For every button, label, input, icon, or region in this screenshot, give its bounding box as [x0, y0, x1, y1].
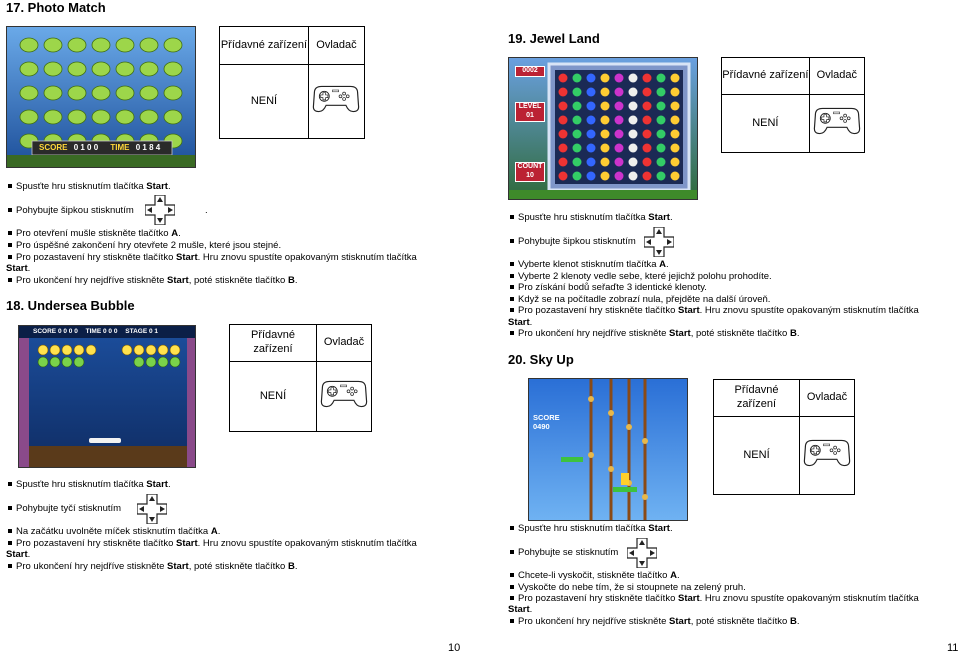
shells-grid [7, 37, 195, 167]
bullet-20-5-cont: Start. [508, 604, 533, 615]
score-value: 0 0 0 0 [57, 328, 78, 335]
bullet-20-6: Pro ukončení hry nejdříve stiskněte Star… [508, 616, 799, 628]
accessory-value: NENÍ [721, 94, 810, 153]
bullet-19-3: Vyberte klenot stisknutím tlačítka A. [508, 259, 669, 271]
time-value: 0 1 8 4 [135, 143, 161, 152]
controller-cell [799, 416, 855, 495]
dpad-icon [627, 538, 657, 568]
bullet-17-3: Pro otevření mušle stiskněte tlačítko A. [6, 228, 181, 240]
section-title-sky-up: 20. Sky Up [508, 352, 574, 367]
bullet-19-8: Pro ukončení hry nejdříve stiskněte Star… [508, 328, 799, 340]
controller-header: Ovladač [808, 57, 866, 95]
accessory-header: Přídavné zařízení [219, 26, 309, 65]
gamepad-icon [313, 85, 360, 113]
count-label: COUNT [517, 163, 543, 170]
page-number-right: 11 [947, 642, 959, 654]
dpad-icon [145, 195, 175, 225]
section-title-undersea-bubble: 18. Undersea Bubble [6, 298, 135, 313]
score-label: SCORE [33, 328, 57, 335]
bullet-17-6: Pro ukončení hry nejdříve stiskněte Star… [6, 275, 297, 287]
controller-cell [316, 361, 372, 432]
score-value: 0490 [533, 422, 550, 432]
score-value: 0002 [515, 66, 545, 77]
bullet-19-2: Pohybujte šipkou stisknutím [508, 236, 636, 248]
controller-header: Ovladač [307, 26, 366, 65]
controller-cell [808, 94, 866, 153]
accessory-header: Přídavné zařízení [713, 379, 800, 417]
time-label: TIME [110, 143, 130, 152]
bullet-20-4: Vyskočte do nebe tím, že si stoupnete na… [508, 582, 746, 594]
level-value: 01 [526, 111, 534, 119]
dpad-icon [644, 227, 674, 257]
count-box: COUNT 10 [515, 162, 545, 182]
bullet-20-5: Pro pozastavení hry stiskněte tlačítko S… [508, 593, 919, 605]
page-number-left: 10 [448, 642, 461, 654]
time-value: 0 0 0 [102, 328, 118, 335]
photo-match-screenshot: SCORE 0 1 0 0 TIME 0 1 8 4 [6, 26, 196, 168]
jewel-board [509, 62, 697, 199]
bullet-19-7: Pro pozastavení hry stiskněte tlačítko S… [508, 305, 919, 317]
bullet-20-3: Chcete-li vyskočit, stiskněte tlačítko A… [508, 570, 680, 582]
sky-up-screenshot: SCORE 0490 [528, 378, 688, 521]
score-value: 0 1 0 0 [73, 143, 99, 152]
bullet-17-2-dot: . [205, 205, 208, 216]
bullet-18-1: Spusťte hru stisknutím tlačítka Start. [6, 479, 171, 491]
bullet-19-6: Když se na počítadle zobrazí nula, přejd… [508, 294, 770, 306]
accessory-table-19: Přídavné zařízení Ovladač NENÍ [721, 57, 866, 153]
bullet-20-1: Spusťte hru stisknutím tlačítka Start. [508, 523, 673, 535]
bullet-19-4: Vyberte 2 klenoty vedle sebe, které jeji… [508, 271, 772, 283]
bullet-18-5: Pro ukončení hry nejdříve stiskněte Star… [6, 561, 297, 573]
score-label: SCORE [533, 413, 560, 422]
bullet-19-1: Spusťte hru stisknutím tlačítka Start. [508, 212, 673, 224]
sky-up-field [561, 379, 648, 520]
bullet-17-2: Pohybujte šipkou stisknutím [6, 205, 134, 217]
bubbles-field [19, 326, 195, 467]
level-box: LEVEL 01 [515, 102, 545, 122]
bullet-19-5: Pro získání bodů seřaďte 3 identické kle… [508, 282, 707, 294]
undersea-bubble-screenshot: SCORE 0 0 0 0 TIME 0 0 0 STAGE 0 1 [18, 325, 196, 468]
controller-cell [307, 64, 366, 139]
bullet-17-5: Pro pozastavení hry stiskněte tlačítko S… [6, 252, 417, 264]
bullet-18-3: Na začátku uvolněte míček stisknutím tla… [6, 526, 220, 538]
accessory-table-20: Přídavné zařízení Ovladač NENÍ [713, 379, 855, 495]
accessory-table-18: Přídavné zařízení Ovladač NENÍ [229, 324, 372, 432]
controller-header: Ovladač [316, 324, 372, 362]
accessory-value: NENÍ [229, 361, 317, 432]
gamepad-icon [803, 439, 851, 467]
bullet-20-2: Pohybujte se stisknutím [508, 547, 618, 559]
bullet-17-4: Pro úspěšné zakončení hry otevřete 2 muš… [6, 240, 281, 252]
bullet-17-5-cont: Start. [6, 263, 31, 274]
stage-value: 0 1 [149, 328, 159, 335]
bullet-17-1: Spusťte hru stisknutím tlačítka Start. [6, 181, 171, 193]
accessory-value: NENÍ [219, 64, 309, 139]
score-label: SCORE [39, 143, 68, 152]
gamepad-icon [320, 380, 368, 408]
gamepad-icon [813, 107, 861, 135]
time-label: TIME [85, 328, 102, 335]
accessory-header: Přídavné zařízení [721, 57, 810, 95]
bullet-19-7-cont: Start. [508, 317, 533, 328]
score-box: SCORE 0490 [533, 413, 560, 432]
bullet-18-4-cont: Start. [6, 549, 31, 560]
jewel-land-screenshot: 0002 LEVEL 01 COUNT 10 [508, 57, 698, 200]
dpad-icon [137, 494, 167, 524]
accessory-header: Přídavné zařízení [229, 324, 317, 362]
accessory-table-17: Přídavné zařízení Ovladač NENÍ [219, 26, 366, 139]
stage-label: STAGE [125, 328, 148, 335]
section-title-photo-match: 17. Photo Match [6, 0, 106, 15]
bullet-18-4: Pro pozastavení hry stiskněte tlačítko S… [6, 538, 417, 550]
level-label: LEVEL [518, 103, 542, 110]
accessory-value: NENÍ [713, 416, 800, 495]
bullet-18-2: Pohybujte tyčí stisknutím [6, 503, 121, 515]
count-value: 10 [526, 171, 534, 179]
section-title-jewel-land: 19. Jewel Land [508, 31, 600, 46]
controller-header: Ovladač [799, 379, 855, 417]
